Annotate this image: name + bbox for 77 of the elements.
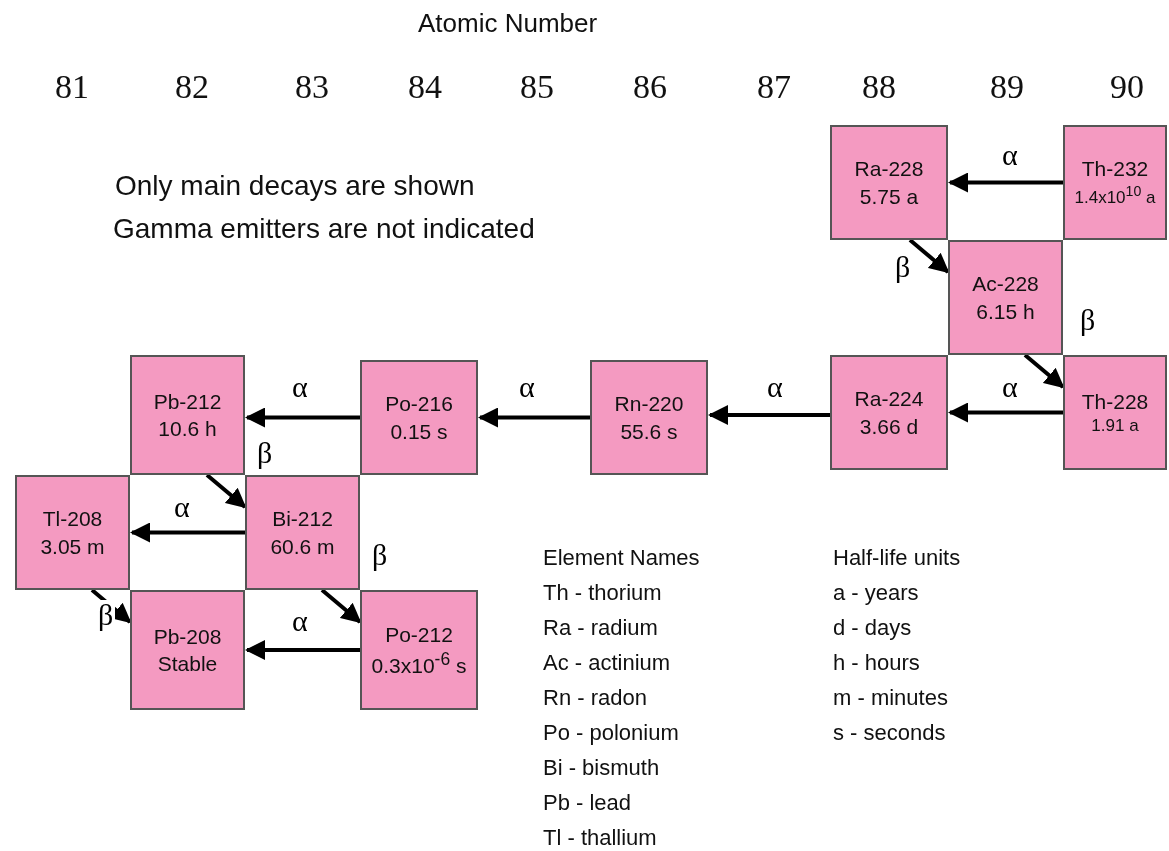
half-life: 6.15 h: [976, 299, 1035, 323]
arrow: [1023, 353, 1065, 389]
axis-tick-label: 81: [55, 68, 89, 106]
legend-entry: Th - thorium: [543, 580, 662, 606]
half-life: 0.3x10$^{-6}$ s: [371, 650, 467, 678]
nuclide-box: [360, 590, 478, 710]
nuclide-name: Ac-228: [972, 272, 1039, 296]
legend-entry: Pb - lead: [543, 790, 632, 816]
arrow: [908, 238, 950, 274]
axis-title: Atomic Number: [418, 8, 598, 39]
arrow: [948, 172, 1063, 193]
nuclide-name: Rn-220: [614, 392, 684, 416]
axis-tick-label: 88: [862, 68, 896, 106]
legend-entry: a - years: [833, 580, 919, 606]
half-life: 60.6 m: [270, 534, 335, 558]
nuclide-box: [130, 590, 245, 710]
legend-entry: Ac - actinium: [543, 650, 671, 676]
nuclide-box: [948, 240, 1063, 355]
nuclide-box: [830, 125, 948, 240]
legend-heading: Element Names: [543, 545, 700, 571]
half-life: 1.91 a: [1091, 416, 1139, 436]
nuclide-name: Po-212: [385, 622, 453, 646]
axis-tick-label: 83: [295, 68, 329, 106]
arrow: [205, 473, 247, 509]
nuclide-name: Pb-212: [153, 389, 222, 413]
legend-entry: Bi - bismuth: [543, 755, 660, 781]
half-life: 5.75 a: [859, 184, 919, 208]
nuclide-box: [590, 360, 708, 475]
nuclide-name: Th-232: [1081, 157, 1149, 181]
legend-entry: Ra - radium: [543, 615, 658, 641]
nuclide-box: [360, 360, 478, 475]
legend-entry: d - days: [833, 615, 912, 641]
legend-entry: Tl - thallium: [543, 825, 657, 851]
half-life: 3.66 d: [859, 414, 919, 438]
legend-heading: Half-life units: [833, 545, 961, 571]
nuclide-name: Tl-208: [42, 507, 103, 531]
axis-tick-label: 87: [757, 68, 791, 106]
nuclide-name: Pb-208: [153, 624, 222, 648]
nuclide-name: Bi-212: [272, 507, 333, 531]
nuclide-box: [15, 475, 130, 590]
legend-entry: h - hours: [833, 650, 920, 676]
axis-tick-label: 89: [990, 68, 1024, 106]
axis-tick-label: 85: [520, 68, 554, 106]
legend-entry: Po - polonium: [543, 720, 679, 746]
nuclide-box: [130, 355, 245, 475]
half-life: 3.05 m: [40, 534, 105, 558]
note: Only main decays are shown: [115, 170, 475, 202]
legend-entry: Rn - radon: [543, 685, 647, 711]
nuclide-box: [830, 355, 948, 470]
nuclide-box: [1063, 355, 1167, 470]
arrow: [245, 407, 360, 428]
nuclide-name: Ra-224: [854, 387, 924, 411]
edge-label: β: [96, 600, 116, 630]
arrow: [948, 402, 1063, 423]
arrow: [130, 522, 245, 543]
arrow: [478, 407, 590, 428]
axis-tick-label: 86: [633, 68, 667, 106]
arrow: [708, 405, 830, 425]
arrow: [245, 640, 360, 660]
axis-tick-label: 82: [175, 68, 209, 106]
axis-tick-label: 90: [1110, 68, 1144, 106]
arrow: [320, 588, 362, 624]
half-life: 55.6 s: [620, 419, 678, 443]
nuclide-name: Th-228: [1081, 389, 1149, 413]
half-life: Stable: [157, 652, 218, 676]
nuclide-name: Ra-228: [854, 157, 924, 181]
legend-entry: s - seconds: [833, 720, 946, 746]
half-life: 10.6 h: [158, 417, 217, 441]
half-life: 0.15 s: [390, 419, 448, 443]
arrow: [90, 588, 132, 624]
axis-tick-label: 84: [408, 68, 442, 106]
note: Gamma emitters are not indicated: [113, 213, 535, 245]
half-life: 1.4x10$^{10}$ a: [1074, 184, 1156, 208]
nuclide-name: Po-216: [385, 392, 453, 416]
nuclide-box: [1063, 125, 1167, 240]
nuclide-box: [245, 475, 360, 590]
legend-entry: m - minutes: [833, 685, 948, 711]
